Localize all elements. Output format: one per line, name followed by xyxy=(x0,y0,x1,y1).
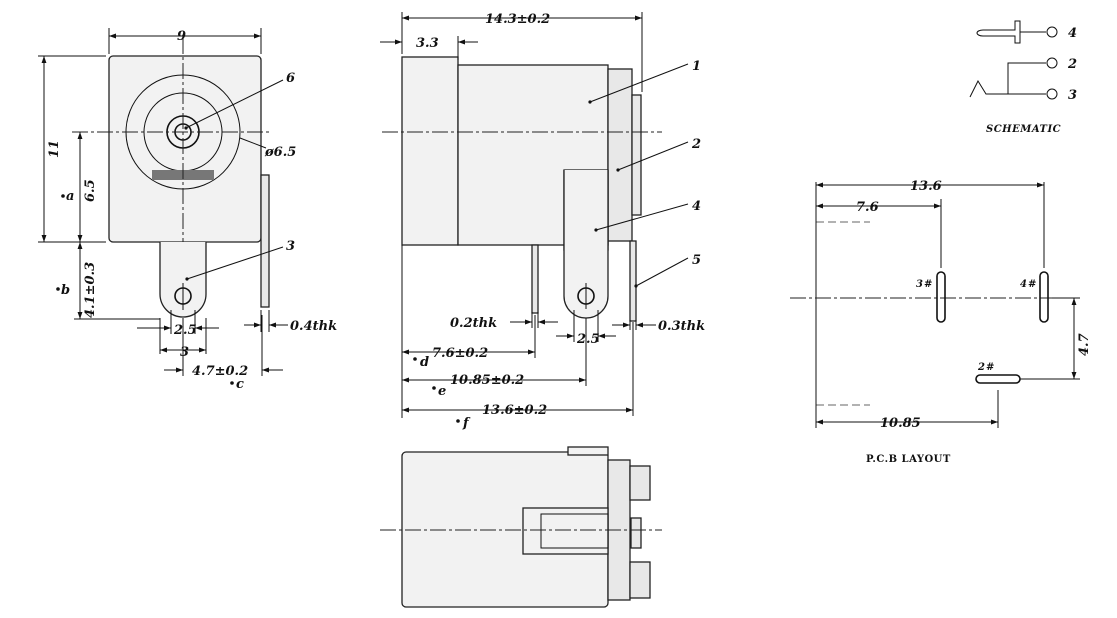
dim-side-pin-width: 2.5 xyxy=(576,332,600,347)
dim-side-thickness-1: 0.2thk xyxy=(450,316,497,331)
schematic-terminal-4 xyxy=(1046,26,1058,38)
pcb-hole-4-label: 4 xyxy=(1020,279,1027,290)
dim-side-f: f xyxy=(462,416,471,431)
dim-side-d-value: 7.6±0.2 xyxy=(432,346,488,361)
schematic-pin-2: 2 xyxy=(1067,57,1077,72)
side-rear-tab xyxy=(631,94,642,216)
svg-text:#: # xyxy=(1028,279,1036,290)
svg-text:#: # xyxy=(986,362,994,373)
dim-side-e-value: 10.85±0.2 xyxy=(450,373,524,388)
front-side-bracket xyxy=(260,174,270,308)
schematic-terminal-2 xyxy=(1046,57,1058,69)
callout-1: 1 xyxy=(692,59,701,74)
dim-side-front: 3.3 xyxy=(416,36,439,51)
side-front-flange xyxy=(401,56,459,246)
bottom-view xyxy=(380,446,662,608)
front-view: 9 11 6.5 a 4.1±0.3 b 2.5 3 4.7±0.2 xyxy=(38,28,337,392)
bottom-rear-pin xyxy=(630,517,642,549)
dim-front-width: 9 xyxy=(177,29,186,44)
pcb-hole-3 xyxy=(936,271,946,323)
dim-front-b: b xyxy=(61,283,70,298)
pcb-hole-4 xyxy=(1039,271,1049,323)
schematic: 4 2 3 SCHEMATIC xyxy=(969,20,1077,135)
callout-3: 3 xyxy=(286,239,295,254)
dim-front-thickness: 0.4thk xyxy=(290,319,337,334)
front-body xyxy=(108,55,262,243)
schematic-pin-4: 4 xyxy=(1068,26,1077,41)
side-view: 14.3±0.2 3.3 0.2thk 2.5 0.3thk 7.6±0.2 d xyxy=(380,12,705,431)
side-pin-left xyxy=(531,244,539,314)
dim-front-pin-drop: 4.1±0.3 xyxy=(83,262,98,318)
callout-6: 6 xyxy=(286,71,295,86)
dim-front-c: c xyxy=(236,377,244,392)
callout-2: 2 xyxy=(691,137,701,152)
dim-front-diameter: ø6.5 xyxy=(264,145,296,160)
schematic-spring xyxy=(969,79,1046,98)
dim-side-thickness-2: 0.3thk xyxy=(658,319,705,334)
pcb-hole-2-label: 2 xyxy=(977,362,985,373)
pcb-layout: 3 4 2 # # # 13.6 7.6 4.7 10.85 P.C.B LAY… xyxy=(790,179,1092,465)
dim-side-e: e xyxy=(438,384,446,399)
side-rear-plate xyxy=(607,68,633,242)
pcb-dim-bottom: 10.85 xyxy=(880,416,921,431)
front-bottom-pin xyxy=(159,242,207,318)
callout-4: 4 xyxy=(692,199,701,214)
schematic-contact xyxy=(1007,62,1046,94)
dim-front-pin-span: 3 xyxy=(180,345,189,360)
dim-side-length: 14.3±0.2 xyxy=(485,12,550,27)
pcb-hole-3-label: 3 xyxy=(916,279,923,290)
pcb-caption: P.C.B LAYOUT xyxy=(866,454,951,465)
dim-side-f-value: 13.6±0.2 xyxy=(482,403,547,418)
callout-5: 5 xyxy=(692,253,701,268)
dim-front-c-value: 4.7±0.2 xyxy=(192,364,248,379)
svg-text:#: # xyxy=(924,279,932,290)
bottom-pin-inner xyxy=(540,513,609,549)
pcb-hole-2 xyxy=(975,374,1021,384)
bottom-rear-bump-bottom xyxy=(629,561,651,599)
dim-side-d: d xyxy=(420,355,429,370)
schematic-pin-3: 3 xyxy=(1068,88,1077,103)
pcb-dim-vertical: 4.7 xyxy=(1077,333,1092,356)
dim-front-center: 6.5 xyxy=(83,179,98,202)
dim-front-pin-width: 2.5 xyxy=(173,323,197,338)
bottom-top-tab xyxy=(567,446,609,456)
schematic-terminal-3 xyxy=(1046,88,1058,100)
dim-front-height: 11 xyxy=(47,140,62,158)
bottom-pin-slot xyxy=(522,507,609,555)
schematic-plug xyxy=(976,20,1021,44)
schematic-caption: SCHEMATIC xyxy=(986,124,1061,135)
side-pin-5 xyxy=(629,240,637,322)
pcb-dim-mid: 7.6 xyxy=(856,200,879,215)
dim-front-a: a xyxy=(66,189,74,204)
pcb-dim-total: 13.6 xyxy=(910,179,942,194)
bottom-rear-bump-top xyxy=(629,465,651,501)
